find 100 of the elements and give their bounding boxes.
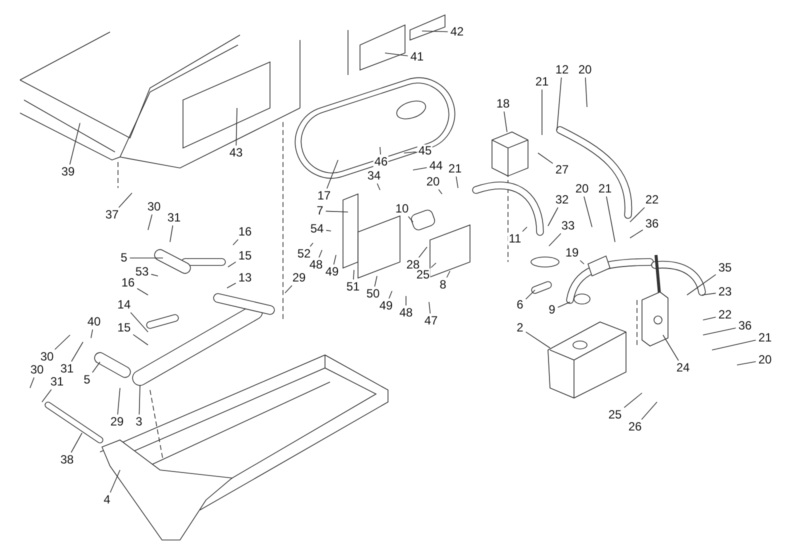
leader-line: [374, 276, 378, 287]
callout-number: 6: [516, 298, 524, 312]
leader-line: [584, 196, 592, 228]
callout-number: 25: [415, 268, 431, 282]
callout-number: 5: [82, 374, 92, 386]
callout-number: 37: [104, 208, 120, 222]
leader-line: [630, 229, 644, 238]
leader-line: [606, 196, 616, 242]
leader-line: [504, 111, 508, 132]
callout-number: 3: [134, 416, 144, 428]
leader-line: [557, 302, 570, 308]
leader-line: [624, 392, 642, 408]
leader-line: [318, 250, 322, 258]
callout-number: 46: [373, 156, 389, 168]
leader-line: [353, 270, 354, 280]
leader-line: [438, 189, 442, 194]
leader-line: [686, 274, 716, 296]
callout-number: 39: [60, 166, 76, 178]
callout-number: 27: [554, 164, 570, 176]
callout-number: 21: [447, 162, 463, 176]
leader-line: [333, 254, 336, 265]
callout-number: 19: [564, 246, 580, 260]
leader-line: [428, 302, 431, 314]
callout-number: 20: [577, 64, 593, 76]
callout-number: 23: [717, 286, 733, 298]
leader-line: [71, 342, 84, 362]
leader-line: [736, 361, 756, 366]
leader-line: [232, 239, 238, 246]
leader-line: [130, 312, 148, 332]
callout-number: 49: [378, 300, 394, 312]
callout-number: 32: [554, 194, 570, 206]
callout-number: 34: [366, 170, 382, 182]
leader-line: [630, 207, 645, 222]
callout-number: 2: [516, 322, 524, 334]
callout-number: 20: [425, 176, 441, 188]
callout-number: 30: [29, 364, 45, 376]
leader-line: [30, 377, 34, 388]
leader-line: [326, 230, 332, 232]
callout-number: 38: [59, 454, 75, 466]
callout-number: 35: [717, 262, 733, 274]
callout-number: 48: [308, 258, 324, 272]
leader-line: [585, 77, 588, 108]
leader-line: [380, 146, 381, 155]
leader-line: [580, 260, 584, 264]
callout-number: 10: [394, 202, 410, 216]
callout-number: 15: [237, 250, 253, 262]
leader-line: [325, 210, 348, 212]
callout-number: 18: [495, 98, 511, 110]
leader-line: [376, 183, 380, 190]
callout-number: 24: [675, 362, 691, 374]
callout-number: 42: [449, 26, 465, 38]
leader-line: [408, 216, 414, 222]
leader-line: [284, 285, 292, 294]
leader-line: [412, 167, 428, 170]
callout-number: 40: [86, 316, 102, 328]
callout-number: 21: [597, 182, 613, 196]
leader-line: [148, 214, 152, 230]
callout-number: 11: [508, 232, 522, 246]
leader-line: [702, 316, 716, 320]
callout-number: 17: [316, 190, 332, 202]
leader-line: [422, 30, 448, 32]
leader-line: [228, 262, 236, 268]
callout-number: 14: [116, 298, 132, 312]
callout-number: 20: [757, 354, 773, 366]
leader-line: [702, 292, 716, 296]
leader-line: [556, 77, 562, 130]
leader-line: [54, 334, 70, 350]
callout-number: 26: [627, 420, 643, 434]
leader-line: [418, 246, 428, 258]
callout-number: 41: [409, 50, 425, 64]
callout-number: 15: [116, 322, 132, 334]
callout-number: 47: [423, 314, 439, 328]
leader-line: [42, 389, 52, 402]
callout-number: 16: [237, 226, 253, 238]
callout-number: 31: [59, 362, 75, 376]
leader-line: [110, 470, 120, 493]
leader-line: [384, 52, 408, 56]
leader-line: [446, 270, 450, 278]
callout-number: 53: [134, 266, 150, 278]
leader-line: [538, 152, 554, 164]
callout-number: 8: [438, 278, 448, 292]
leader-line: [525, 290, 536, 300]
callout-number: 49: [324, 266, 340, 278]
callout-number: 28: [405, 258, 421, 272]
callout-number: 29: [109, 416, 125, 428]
callout-number: 31: [166, 212, 182, 224]
callout-number: 31: [49, 376, 65, 388]
leader-line: [138, 384, 140, 415]
callout-number: 43: [228, 146, 244, 160]
callout-number: 13: [237, 272, 253, 284]
callout-number: 45: [417, 144, 433, 158]
callout-number: 33: [560, 220, 576, 232]
leader-line: [712, 340, 756, 350]
callout-number: 20: [574, 182, 590, 196]
leader-line: [522, 226, 528, 232]
leader-line: [70, 432, 82, 453]
leader-line: [456, 176, 458, 188]
callout-number: 12: [554, 64, 570, 76]
leader-line: [90, 329, 93, 338]
callout-number: 48: [398, 306, 414, 320]
